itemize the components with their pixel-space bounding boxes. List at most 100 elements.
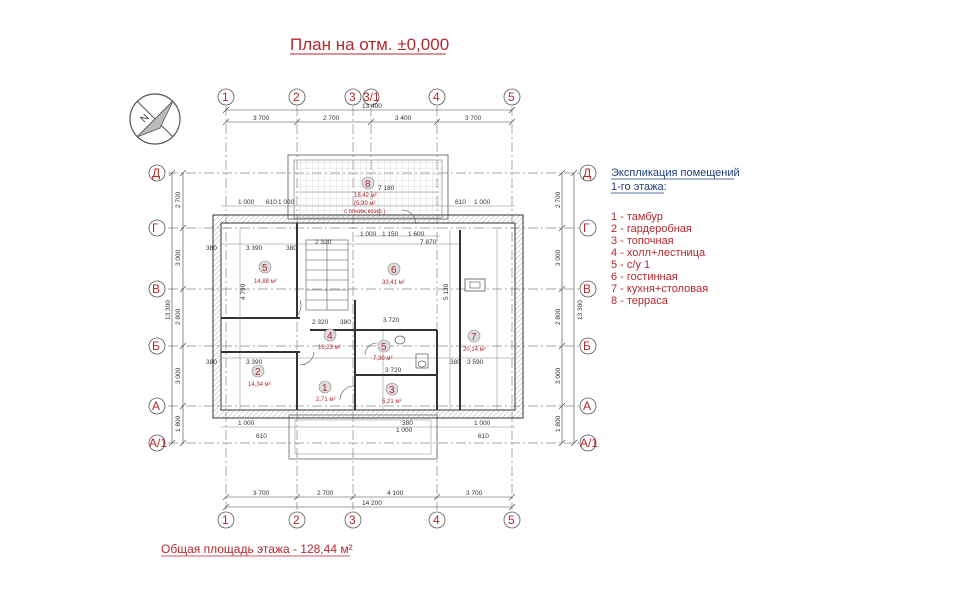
inner-dim: 1 000	[474, 420, 491, 427]
dim-left: 1 800	[175, 415, 182, 432]
axis-label-right: В	[583, 282, 591, 296]
legend-item: 3 - топочная	[611, 235, 674, 247]
dim-right: 1 800	[555, 415, 562, 432]
axis-label-left: Б	[152, 339, 160, 353]
axis-label-left: А/1	[149, 436, 167, 450]
dim-right: 3 000	[555, 367, 562, 384]
inner-dim: 7 870	[420, 239, 437, 246]
dim-right: 3 000	[555, 249, 562, 266]
room-area: 33,41 м²	[382, 280, 405, 286]
axis-label-right: Г	[583, 221, 590, 235]
inner-dim: 380	[402, 420, 413, 427]
dim-left: 2 700	[175, 191, 182, 208]
legend-item: 4 - холл+лестница	[611, 247, 706, 259]
outer-walls	[212, 214, 524, 419]
axis-label-top: 3	[349, 90, 356, 104]
dim-left-total: 13 300	[165, 300, 172, 320]
inner-dim: 5 130	[443, 283, 450, 300]
axis-label-left: А	[152, 399, 160, 413]
room-number: 7	[471, 332, 477, 343]
legend-title: Экспликация помещений	[611, 167, 740, 179]
room-area: 2,71 м²	[316, 397, 335, 403]
dim-right: 2 700	[555, 191, 562, 208]
inner-dim: 4 790	[240, 283, 247, 300]
axis-label-top: 4	[433, 90, 440, 104]
legend-item: 8 - терраса	[611, 295, 669, 307]
axis-label-bottom: 3	[349, 513, 356, 527]
axis-label-right: Д	[583, 166, 591, 180]
inner-dim: 610	[478, 433, 489, 440]
axis-label-right: А/1	[580, 436, 598, 450]
dim-top: 3 700	[465, 115, 482, 122]
axis-label-left: Г	[152, 221, 159, 235]
room-note: (5,90 м²	[354, 201, 375, 207]
dimension-lines-right	[558, 169, 578, 447]
dim-top: 3 400	[395, 115, 412, 122]
inner-dim: 1 000	[238, 420, 255, 427]
axis-markers-top	[217, 88, 521, 106]
dimension-lines-left	[168, 169, 187, 447]
plan-title: План на отм. ±0,000	[290, 35, 449, 54]
dim-top-total: 13 400	[362, 103, 382, 110]
room-legend: Экспликация помещений 1-го этажа: 1 - та…	[611, 167, 740, 307]
inner-dim: 3 720	[383, 317, 400, 324]
legend-subtitle: 1-го этажа:	[611, 181, 667, 193]
legend-item: 6 - гостинная	[611, 271, 678, 283]
legend-item: 1 - тамбур	[611, 211, 663, 223]
room-number: 5	[381, 342, 387, 353]
axis-label-top: 1	[222, 90, 229, 104]
dim-left: 2 800	[175, 308, 182, 325]
inner-dim: 380	[450, 359, 461, 366]
inner-dim: 7 180	[378, 185, 395, 192]
inner-dim: 3 720	[385, 367, 402, 374]
axis-markers-left	[148, 164, 166, 452]
north-arrow-icon: N	[129, 93, 181, 145]
door-swings	[296, 209, 417, 401]
room-markers	[251, 176, 481, 396]
axis-markers-right	[579, 164, 597, 452]
inner-dim: 1 150	[382, 231, 399, 238]
room-number: 8	[365, 179, 371, 190]
inner-dim: 3 390	[246, 245, 263, 252]
dim-right: 2 800	[555, 308, 562, 325]
dimension-lines-bottom	[222, 493, 516, 511]
inner-dim: 3 390	[246, 359, 263, 366]
inner-dim: 610	[455, 199, 466, 206]
room-note: с пониж.коэф.)	[344, 209, 385, 215]
bathroom-fixtures	[394, 335, 429, 369]
axis-label-top: 5	[508, 90, 515, 104]
room-area: 18,42 м²	[354, 193, 377, 199]
dim-bottom-total: 14 200	[362, 500, 382, 507]
inner-dim: 3 590	[467, 359, 484, 366]
axis-label-right: Б	[583, 339, 591, 353]
axis-label-bottom: 5	[508, 513, 515, 527]
axis-label-right: А	[583, 399, 591, 413]
inner-dimension-lines	[221, 191, 515, 428]
axis-label-bottom: 2	[293, 513, 300, 527]
stove-icon	[464, 278, 486, 292]
inner-dim: 610	[266, 199, 277, 206]
dim-bottom: 4 100	[387, 490, 404, 497]
dimension-lines-top	[222, 106, 516, 126]
room-area: 16,23 м²	[318, 345, 341, 351]
inner-dim: 1 600	[408, 231, 425, 238]
dim-right-total: 13 300	[577, 300, 584, 320]
inner-dim: 1 000	[278, 199, 295, 206]
room-number: 4	[327, 331, 333, 342]
dim-top: 3 700	[253, 115, 270, 122]
inner-dim: 380	[340, 319, 351, 326]
inner-dim: 1 000	[474, 199, 491, 206]
inner-walls	[221, 223, 461, 410]
dim-bottom: 3 700	[253, 490, 270, 497]
inner-dim: 1 000	[396, 427, 413, 434]
total-area: Общая площадь этажа - 128,44 м²	[161, 542, 353, 556]
porch	[288, 414, 438, 460]
room-number: 3	[389, 385, 395, 396]
axis-label-top: 2	[293, 90, 300, 104]
inner-dim: 2 320	[312, 319, 329, 326]
stairs	[305, 239, 349, 311]
inner-dim: 380	[206, 245, 217, 252]
room-number: 6	[391, 265, 397, 276]
inner-dim: 380	[206, 359, 217, 366]
axis-label-top: 3/1	[363, 90, 380, 104]
